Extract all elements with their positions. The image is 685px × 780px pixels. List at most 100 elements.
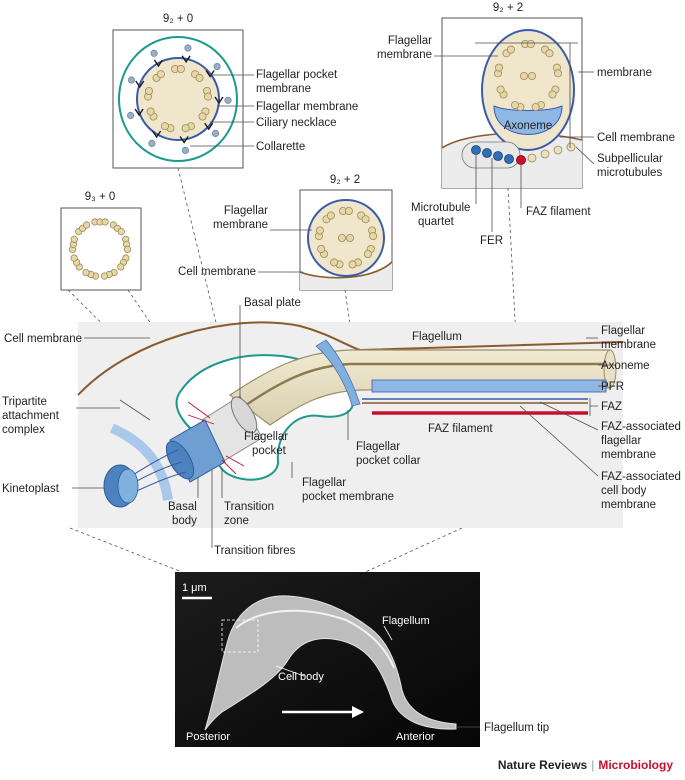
label-faz-associated: FAZ-associated (601, 421, 681, 433)
axoneme-bracket (475, 42, 578, 148)
microtubule (160, 122, 169, 131)
label-faz-filament: FAZ filament (428, 423, 493, 435)
parasite-cell (204, 595, 457, 731)
panel-formula: 9₃ + 0 (85, 191, 116, 203)
microtubule (198, 112, 207, 121)
microtubule (101, 218, 109, 226)
label-flagellar-pocket: Flagellar pocket (256, 69, 338, 81)
microtubule (156, 70, 165, 79)
label-basal: Basal (168, 501, 197, 513)
label-cell-membrane: Cell membrane (597, 132, 675, 144)
microtubule (82, 268, 90, 277)
label-faz: FAZ (601, 401, 622, 413)
label-subpellicular: Subpellicular (597, 153, 663, 165)
subpellicular-microtubules (527, 142, 576, 163)
microtubule (144, 87, 153, 96)
kinetoplast-face (117, 468, 139, 504)
label-collarette: Collarette (256, 141, 305, 153)
credit-separator: | (591, 758, 595, 772)
panel-transition-zone-section: 9₂ + 0 Flagellar pocket membrane Flagell… (112, 13, 358, 169)
central-pair-microtubule (337, 233, 346, 242)
label-attachment: attachment (2, 410, 60, 422)
doublet-ring (314, 206, 378, 269)
label-pfr: PFR (601, 381, 624, 393)
tripartite-attachment-band (109, 423, 173, 501)
dash-line (344, 289, 355, 353)
label-axoneme: Axoneme (601, 360, 650, 372)
sem-micrograph: 1 μm Flagellum Cell body Posterior Anter… (175, 572, 549, 747)
label-flagellar-2: flagellar (601, 435, 641, 447)
label-flagellar: Flagellar (601, 325, 645, 337)
leader-line (275, 665, 305, 677)
central-pair-microtubule (345, 233, 354, 242)
label-transition: Transition (224, 501, 274, 513)
leader-line (519, 405, 599, 477)
direction-arrow-head (352, 706, 364, 718)
collarette-link (179, 136, 189, 144)
quartet-microtubule (493, 151, 503, 161)
microtubule (363, 249, 372, 258)
microtubule (326, 211, 335, 220)
microtubule (117, 228, 125, 236)
label-complex: complex (2, 424, 45, 436)
label-transition-fibres: Transition fibres (214, 545, 296, 557)
microtubule (369, 232, 378, 241)
collarette-link (181, 55, 191, 64)
doublet-ring (143, 65, 212, 133)
dash-line (507, 187, 517, 339)
label-faz-associated-2: FAZ-associated (601, 471, 681, 483)
microtubule (117, 263, 125, 271)
label-body: body (172, 515, 197, 527)
subpellicular-microtubule (540, 149, 550, 159)
collarette-link (204, 122, 214, 131)
microtubule (545, 49, 554, 58)
collarette-link (153, 59, 163, 68)
label-anterior: Anterior (396, 731, 435, 743)
label-posterior: Posterior (186, 731, 230, 743)
label-kinetoplast: Kinetoplast (2, 483, 60, 495)
pfr-bar (371, 379, 607, 393)
subpellicular-microtubule (566, 142, 576, 152)
cell-cytoplasm (300, 262, 392, 290)
label-microtubule: Microtubule (411, 202, 470, 214)
doublet-ring (493, 40, 563, 112)
pocket-collar (315, 339, 361, 407)
microtubule (344, 206, 353, 215)
transition-fibres (187, 401, 245, 475)
leader-line (575, 146, 595, 165)
necklace-particle (127, 76, 136, 84)
label-cell-membrane: Cell membrane (4, 333, 82, 345)
leader-line (119, 399, 151, 421)
panel-attached-flagellum-section: 9₂ + 2 Axoneme Flagellar membrane membra… (377, 2, 675, 247)
label-membrane: membrane (377, 49, 432, 61)
label-pocket: pocket (252, 445, 287, 457)
scale-bar-label: 1 μm (182, 582, 207, 594)
label-basal-plate: Basal plate (244, 297, 301, 309)
quartet-microtubule (471, 145, 481, 155)
label-axoneme: membrane (597, 67, 652, 79)
microtubule (526, 40, 535, 49)
necklace-particle (213, 62, 221, 71)
journal-name: Nature Reviews (497, 758, 588, 772)
label-flagellum-tip: Flagellum tip (484, 722, 549, 734)
label-flagellar-pocket-collar: Flagellar (356, 441, 400, 453)
microtubule (348, 260, 357, 269)
label-microtubules: microtubules (597, 167, 662, 179)
label-membrane: membrane (213, 219, 268, 231)
fibre (187, 401, 211, 419)
necklace-particle (148, 139, 156, 147)
central-pair-microtubule (520, 72, 529, 81)
ciliary-necklace (127, 44, 232, 154)
panel-formula: 9₂ + 2 (493, 2, 523, 14)
microtubule (146, 107, 155, 116)
subpellicular-microtubule (553, 145, 563, 155)
journal-credit: Nature Reviews|Microbiology (498, 758, 673, 772)
microtubule (203, 92, 212, 101)
flagellum-end (603, 349, 617, 389)
microtubule (181, 124, 190, 133)
label-faz-filament: FAZ filament (526, 206, 591, 218)
microtubule (70, 235, 78, 243)
label-fer: FER (480, 235, 503, 247)
label-ciliary-necklace: Ciliary necklace (256, 117, 337, 129)
